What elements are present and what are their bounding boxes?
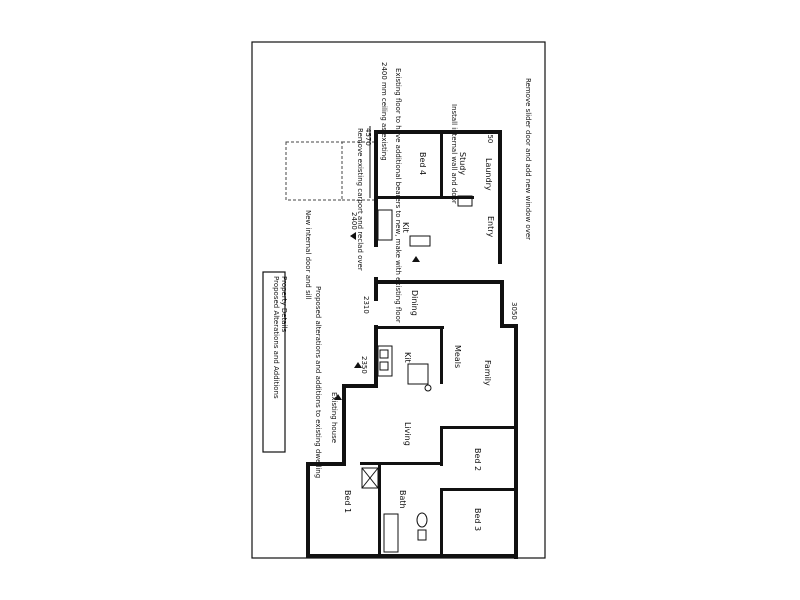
room-label-study: Study xyxy=(458,152,467,175)
interior-walls xyxy=(360,134,516,556)
room-label-bath: Bath xyxy=(398,490,407,509)
note-carport: Remove existing carport and reclad over xyxy=(356,128,364,271)
room-labels: Laundry Study Bed 4 Kit Entry Dining Mea… xyxy=(343,152,495,531)
room-label-family: Family xyxy=(483,360,492,386)
dim-d4: 3050 xyxy=(510,302,518,320)
room-label-living: Living xyxy=(403,422,412,446)
room-label-bed1: Bed 1 xyxy=(343,490,352,513)
room-label-kitchen-new: Kit xyxy=(401,222,410,233)
room-label-dining: Dining xyxy=(410,290,419,316)
top-banner-note: Remove slider door and add new window ov… xyxy=(524,78,532,240)
room-label-laundry: Laundry xyxy=(484,158,493,191)
dim-d2: 850 xyxy=(486,130,494,143)
note-line1: Proposed alterations and additions to ex… xyxy=(314,286,322,478)
legend-box xyxy=(262,271,286,453)
room-label-entry: Entry xyxy=(486,216,495,238)
note-line2: Existing house xyxy=(330,392,338,443)
dimension-labels: 4570 850 2310 3050 2350 2400 xyxy=(350,126,518,374)
legend-line2: Property Details xyxy=(280,276,288,332)
legend-line1: Proposed Alterations and Additions xyxy=(272,276,280,399)
dim-d6: 2400 xyxy=(350,212,358,230)
exterior-walls xyxy=(306,130,518,559)
dim-d1: 4570 xyxy=(364,128,372,146)
room-label-bed2: Bed 2 xyxy=(473,448,482,471)
note-new-door: New internal door and sill xyxy=(304,210,312,300)
note-ceiling: 2400 mm ceiling as existing xyxy=(380,62,388,161)
room-label-kitchen: Kit xyxy=(403,352,412,363)
room-label-meals: Meals xyxy=(453,345,462,368)
dim-d3: 2310 xyxy=(362,296,370,314)
note-wall: Install internal wall and door xyxy=(450,104,458,204)
arrow-markers xyxy=(334,232,420,400)
fixtures xyxy=(361,195,473,553)
note-tiled-floor: Existing floor to have additional bearer… xyxy=(394,68,402,323)
dim-d5: 2350 xyxy=(360,356,368,374)
carport-outline xyxy=(285,141,374,201)
annotation-notes: Install internal wall and door Existing … xyxy=(304,62,458,478)
room-label-bedroom4: Bed 4 xyxy=(418,152,427,175)
room-label-bed3: Bed 3 xyxy=(473,508,482,531)
